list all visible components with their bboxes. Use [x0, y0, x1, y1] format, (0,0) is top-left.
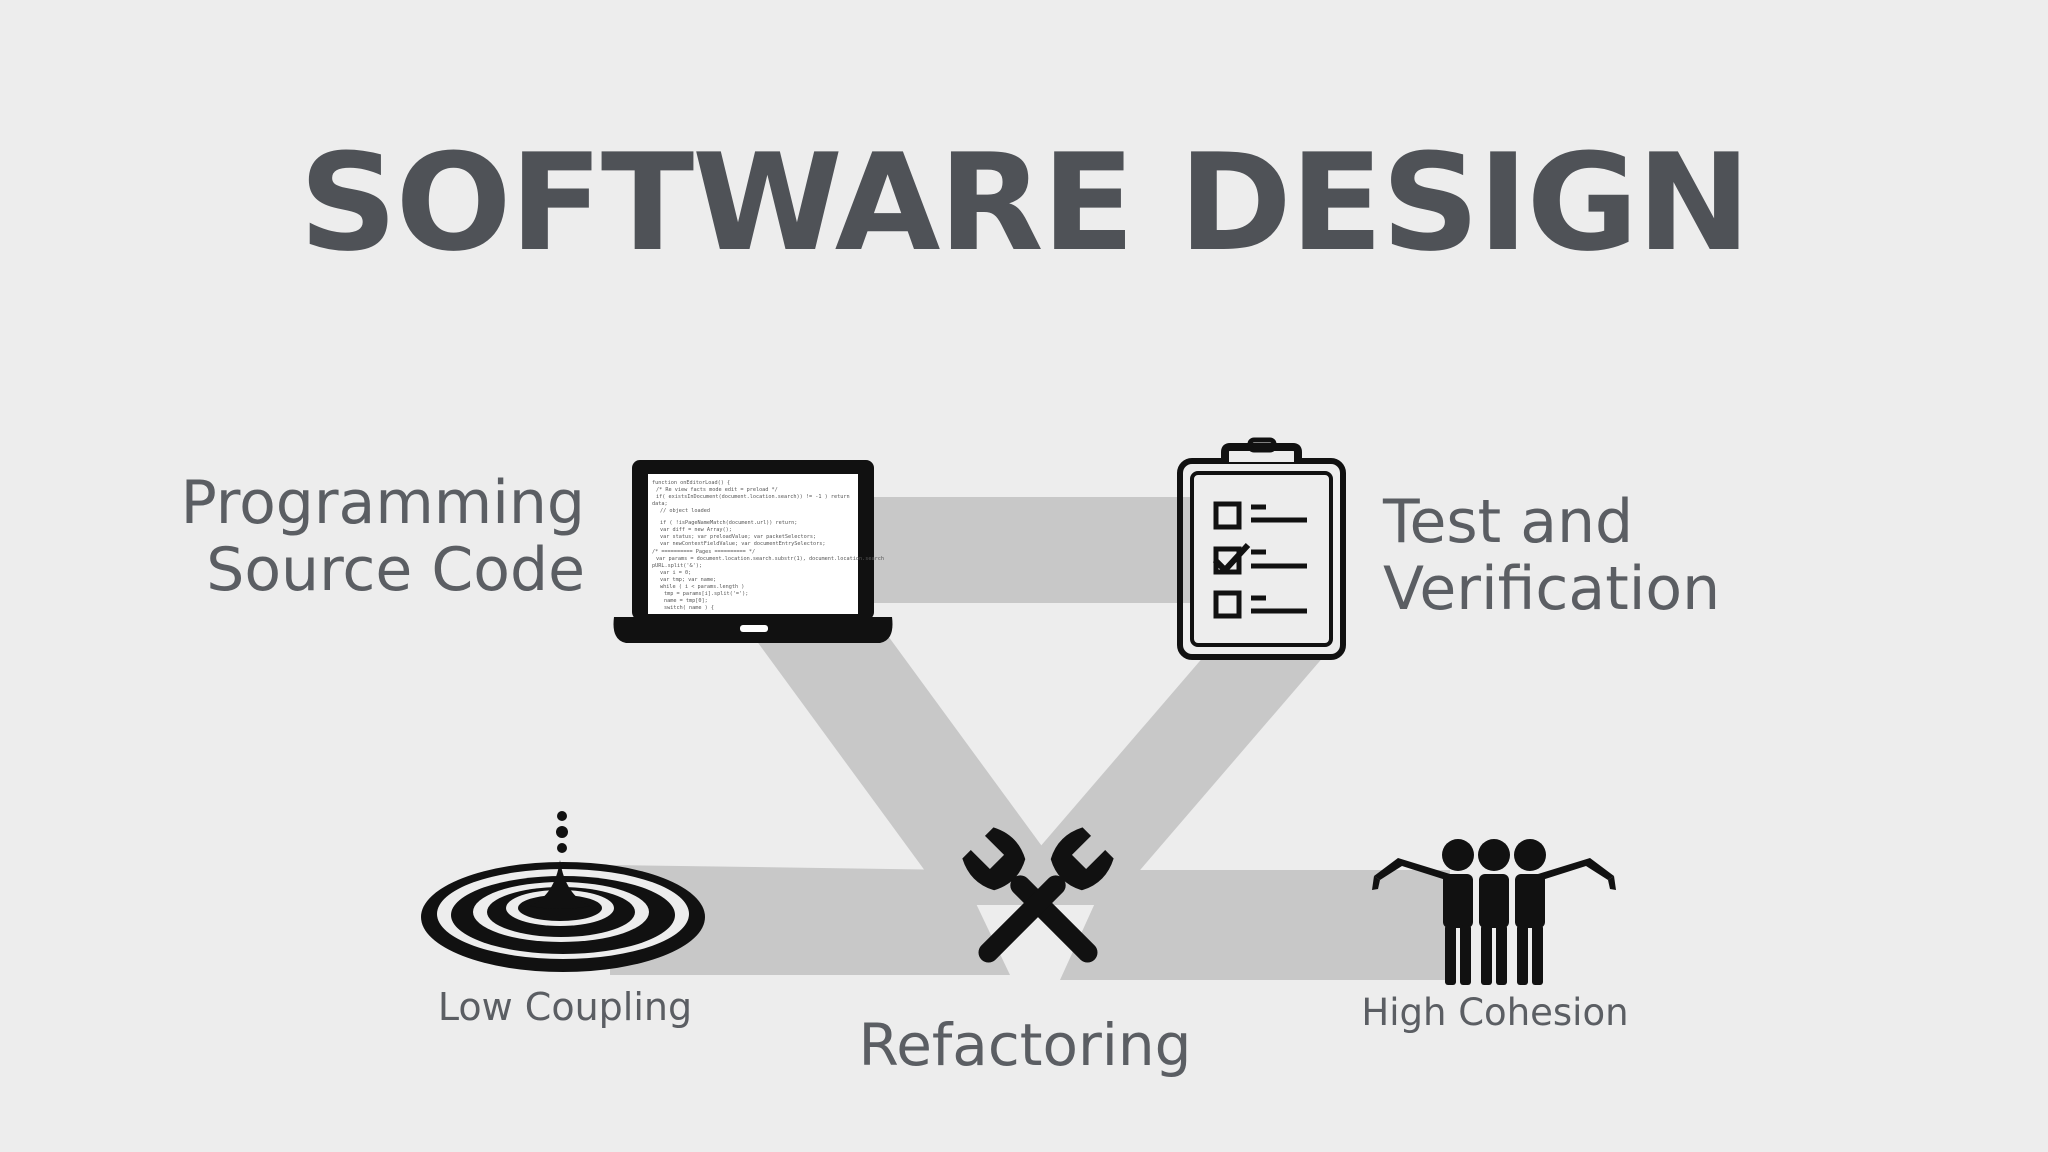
- svg-text:data;: data;: [652, 501, 668, 507]
- programming-source-code-label: Programming Source Code: [120, 470, 585, 604]
- svg-text:tmp = params[i].split('=');: tmp = params[i].split('=');: [664, 591, 748, 597]
- svg-text:var i = 0;: var i = 0;: [660, 570, 691, 576]
- low-coupling-label: Low Coupling: [437, 985, 693, 1029]
- svg-text:var diff = new Array();: var diff = new Array();: [660, 527, 732, 533]
- page-title: SOFTWARE DESIGN: [299, 125, 1751, 281]
- svg-text:name = tmp[0];: name = tmp[0];: [664, 598, 708, 604]
- connector-wrenches-to-people: [1060, 870, 1450, 980]
- svg-text:pURL.split('&');: pURL.split('&');: [652, 563, 702, 569]
- svg-text:/* Re view facts mode edit = p: /* Re view facts mode edit = preload */: [656, 487, 778, 493]
- svg-text:function onEditorLoad() {: function onEditorLoad() {: [652, 480, 730, 486]
- high-cohesion-label: High Cohesion: [1361, 991, 1629, 1034]
- svg-text:/* ========== Pages ==========: /* ========== Pages ========== */: [652, 549, 755, 555]
- refactoring-label: Refactoring: [858, 1011, 1192, 1079]
- crossed-wrenches-icon: [962, 827, 1114, 963]
- water-ripple-icon: [421, 811, 705, 972]
- svg-text:while ( i < params.length ): while ( i < params.length ): [660, 584, 744, 590]
- programming-label-line2: Source Code: [206, 535, 585, 605]
- linked-people-icon: [1372, 839, 1616, 985]
- laptop-code-icon: function onEditorLoad() { /* Re view fac…: [613, 460, 893, 643]
- svg-text:var status; var preloadValue;: var status; var preloadValue; var packet…: [660, 534, 816, 540]
- connector-laptop-to-clipboard: [870, 497, 1190, 603]
- svg-text:switch( name ) {: switch( name ) {: [664, 605, 714, 611]
- svg-text:if( existsInDocument(document.: if( existsInDocument(document.location.s…: [656, 494, 850, 500]
- svg-text:// object loaded: // object loaded: [660, 508, 710, 514]
- test-verification-label: Test and Verification: [1383, 489, 1783, 623]
- svg-text:if ( !isPageNameMatch(document: if ( !isPageNameMatch(document.url)) ret…: [660, 520, 797, 526]
- test-label-line2: Verification: [1383, 554, 1721, 624]
- clipboard-checklist-icon: [1177, 437, 1346, 660]
- svg-text:var newContextFieldValue; var: var newContextFieldValue; var documentEn…: [660, 541, 826, 547]
- test-label-line1: Test and: [1383, 487, 1634, 557]
- connector-ripple-to-wrenches: [610, 865, 1010, 975]
- connector-clipboard-to-wrenches: [990, 655, 1325, 905]
- programming-label-line1: Programming: [180, 468, 585, 538]
- svg-text:var params = document.location: var params = document.location.search.su…: [656, 556, 884, 562]
- svg-text:var tmp; var name;: var tmp; var name;: [660, 577, 716, 583]
